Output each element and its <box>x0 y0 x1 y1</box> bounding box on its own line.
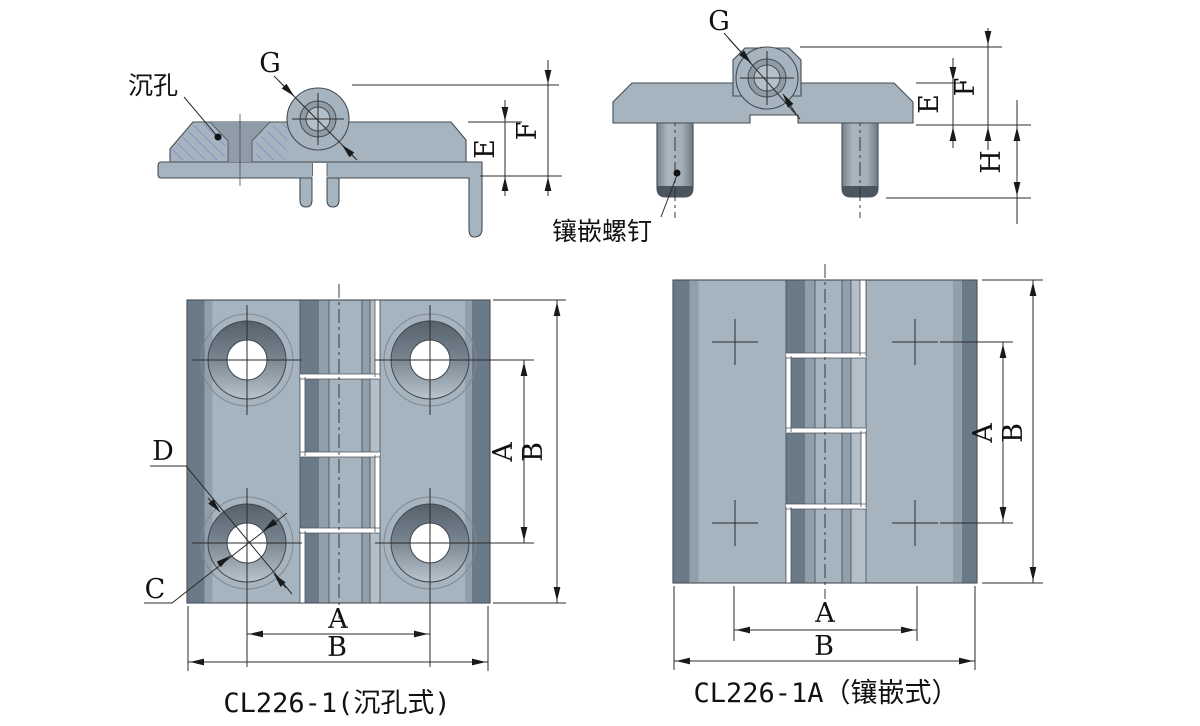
screw-cross-top-left <box>712 319 758 365</box>
dim-b-side-label: B <box>998 423 1029 443</box>
knuckle-cuts <box>785 280 867 583</box>
countersunk-hole-bottom-right <box>375 488 485 598</box>
countersunk-hole-top-left <box>192 305 302 415</box>
embedded-screw-label: 镶嵌螺钉 <box>552 218 652 246</box>
knuckle-cuts <box>299 300 381 603</box>
caption-cl226-1a: CL226-1A（镶嵌式） <box>693 678 958 709</box>
pin-crosshair <box>292 93 344 145</box>
view-side-countersunk: G 沉孔 E F <box>128 48 562 238</box>
pin-dia-label: G <box>259 48 281 79</box>
screw-cross-bottom-right <box>892 500 938 546</box>
countersunk-hole-top-right <box>375 305 485 415</box>
screw-cross-top-right <box>892 319 938 365</box>
section-hatch-left <box>172 124 225 160</box>
dim-c-label: C <box>145 574 166 605</box>
dim-d-label: D <box>152 436 174 467</box>
dim-a-bottom-label: A <box>814 598 835 629</box>
dim-a-bottom-label: A <box>327 604 348 635</box>
section-hatch-right <box>256 124 287 160</box>
counterbore-label: 沉孔 <box>128 72 178 100</box>
dim-b-bottom-label: B <box>814 631 834 662</box>
dim-f-label: F <box>512 122 543 141</box>
embedded-screw-right <box>841 112 879 218</box>
embedded-screw-left <box>656 112 694 218</box>
pin-dia-label: G <box>708 6 730 37</box>
view-side-embedded: G 镶嵌螺钉 E F H <box>552 6 1031 246</box>
dim-b-bottom-label: B <box>327 632 347 663</box>
view-front-embedded: A B A B CL226-1A（镶嵌式） <box>672 264 1043 709</box>
leaf-lip-left <box>299 176 313 208</box>
dim-a-side-label: A <box>488 442 519 463</box>
view-front-countersunk: D C A B A B CL226-1(沉孔式) <box>144 284 566 719</box>
leaf-lip-right <box>326 176 340 208</box>
dim-b-side-label: B <box>518 442 549 462</box>
leaf-slit <box>312 163 327 206</box>
dim-h-label: H <box>976 150 1007 174</box>
dim-e-label: E <box>470 139 501 159</box>
dim-a-side-label: A <box>968 423 999 444</box>
dim-e-label: E <box>914 94 945 114</box>
caption-cl226-1: CL226-1(沉孔式) <box>223 688 450 719</box>
leader-dot <box>673 169 681 177</box>
screw-cross-bottom-left <box>712 500 758 546</box>
dim-f-label: F <box>950 78 981 97</box>
leader-dot <box>214 133 222 141</box>
pin-crosshair <box>740 51 794 105</box>
